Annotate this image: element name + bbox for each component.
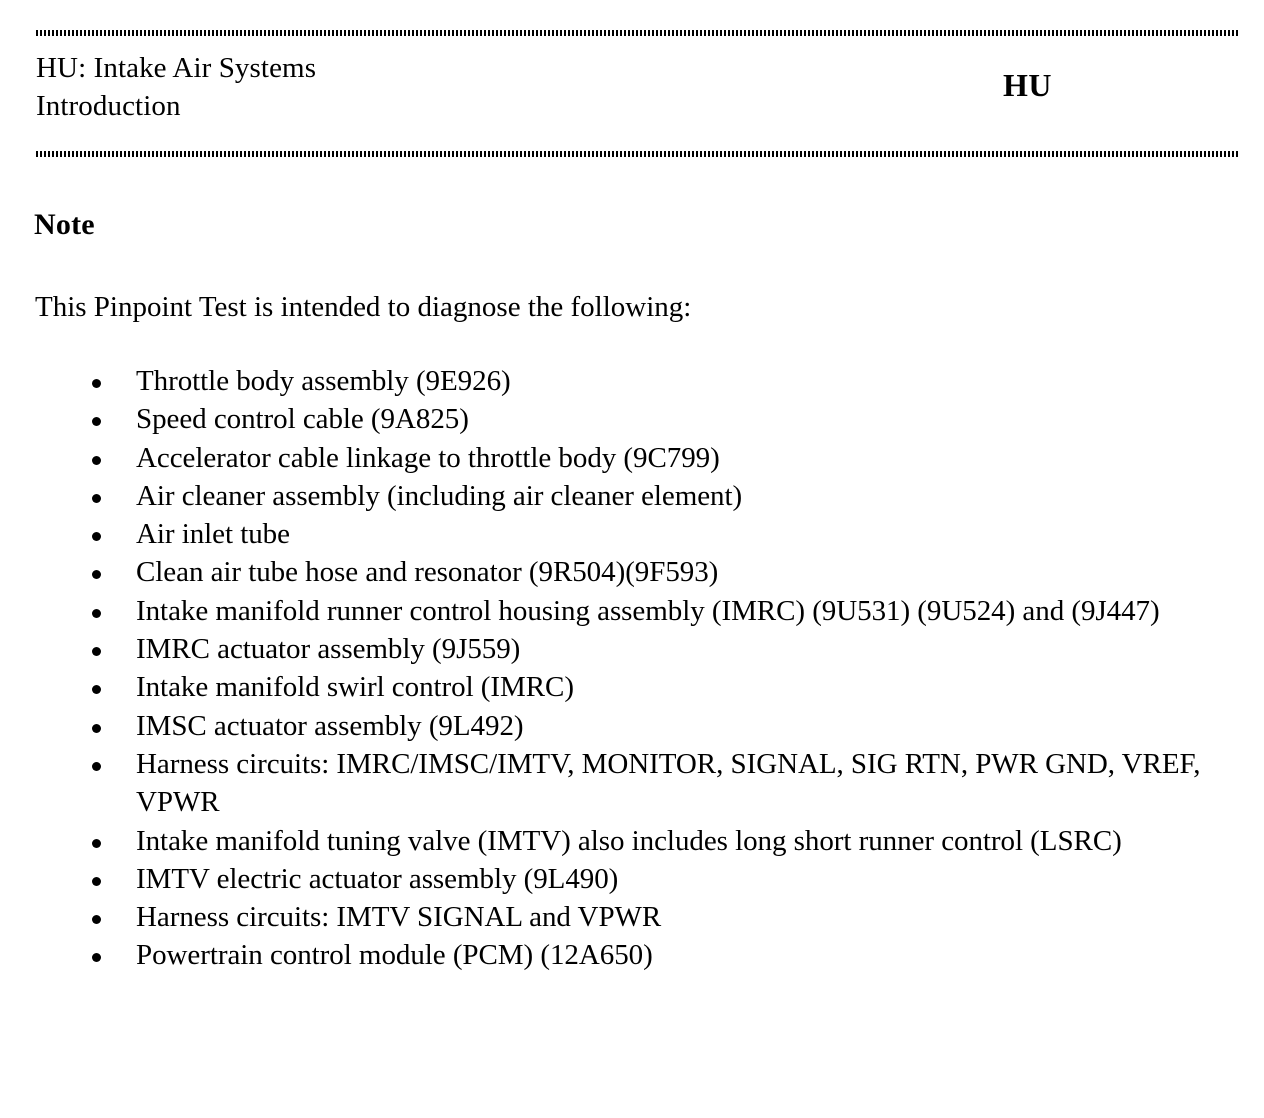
list-item-label: Air cleaner assembly (including air clea… bbox=[136, 479, 743, 512]
list-item-label: Clean air tube hose and resonator (9R504… bbox=[136, 556, 719, 589]
list-item: Accelerator cable linkage to throttle bo… bbox=[36, 439, 1226, 477]
header-title-line-1: HU: Intake Air Systems bbox=[36, 52, 317, 84]
header-title-line-2: Introduction bbox=[36, 90, 181, 122]
bullet-dot-icon bbox=[92, 647, 101, 657]
bullet-dot-icon bbox=[92, 761, 101, 771]
bullet-dot-icon bbox=[92, 953, 101, 963]
list-item: IMSC actuator assembly (9L492) bbox=[36, 707, 1226, 745]
bullet-dot-icon bbox=[92, 608, 101, 618]
bullet-dot-icon bbox=[92, 532, 101, 542]
list-item-label: Air inlet tube bbox=[136, 518, 290, 551]
header-rule-bottom bbox=[36, 151, 1240, 157]
bullet-dot-icon bbox=[92, 876, 101, 886]
bullet-dot-icon bbox=[92, 417, 101, 427]
list-item: Intake manifold runner control housing a… bbox=[36, 592, 1226, 630]
list-item-label: IMRC actuator assembly (9J559) bbox=[136, 633, 521, 666]
list-item: Intake manifold tuning valve (IMTV) also… bbox=[36, 822, 1226, 860]
list-item: Harness circuits: IMRC/IMSC/IMTV, MONITO… bbox=[36, 745, 1226, 822]
bullet-dot-icon bbox=[92, 915, 101, 925]
list-item: Intake manifold swirl control (IMRC) bbox=[36, 668, 1226, 706]
bullet-dot-icon bbox=[92, 838, 101, 848]
note-heading: Note bbox=[34, 208, 95, 241]
diagnose-bullet-list: Throttle body assembly (9E926) Speed con… bbox=[36, 362, 1226, 975]
list-item: Speed control cable (9A825) bbox=[36, 400, 1226, 438]
list-item-label: Powertrain control module (PCM) (12A650) bbox=[136, 939, 653, 972]
list-item-label: Intake manifold swirl control (IMRC) bbox=[136, 671, 574, 704]
list-item-label: IMTV electric actuator assembly (9L490) bbox=[136, 862, 619, 895]
list-item-label: Harness circuits: IMRC/IMSC/IMTV, MONITO… bbox=[136, 747, 1201, 819]
section-code-label: HU bbox=[1003, 67, 1052, 103]
list-item-label: IMSC actuator assembly (9L492) bbox=[136, 709, 524, 742]
bullet-dot-icon bbox=[92, 379, 101, 388]
list-item: Powertrain control module (PCM) (12A650) bbox=[36, 936, 1226, 974]
bullet-dot-icon bbox=[92, 570, 101, 580]
list-item: Throttle body assembly (9E926) bbox=[36, 362, 1226, 400]
list-item-label: Speed control cable (9A825) bbox=[136, 403, 469, 436]
list-item: Air cleaner assembly (including air clea… bbox=[36, 477, 1226, 515]
list-item-label: Throttle body assembly (9E926) bbox=[136, 365, 511, 397]
bullet-dot-icon bbox=[92, 493, 101, 503]
list-item: IMTV electric actuator assembly (9L490) bbox=[36, 860, 1226, 898]
list-item-label: Harness circuits: IMTV SIGNAL and VPWR bbox=[136, 901, 662, 934]
list-item: Harness circuits: IMTV SIGNAL and VPWR bbox=[36, 898, 1226, 936]
list-item: IMRC actuator assembly (9J559) bbox=[36, 630, 1226, 668]
header-rule-top bbox=[36, 30, 1240, 36]
intro-paragraph: This Pinpoint Test is intended to diagno… bbox=[35, 291, 692, 323]
list-item-label: Intake manifold runner control housing a… bbox=[136, 594, 1160, 627]
document-header: HU: Intake Air Systems Introduction bbox=[36, 49, 936, 125]
bullet-dot-icon bbox=[92, 455, 101, 465]
list-item: Clean air tube hose and resonator (9R504… bbox=[36, 553, 1226, 591]
bullet-dot-icon bbox=[92, 723, 101, 733]
bullet-dot-icon bbox=[92, 685, 101, 695]
list-item-label: Accelerator cable linkage to throttle bo… bbox=[136, 441, 720, 474]
list-item-label: Intake manifold tuning valve (IMTV) also… bbox=[136, 824, 1122, 857]
list-item: Air inlet tube bbox=[36, 515, 1226, 553]
